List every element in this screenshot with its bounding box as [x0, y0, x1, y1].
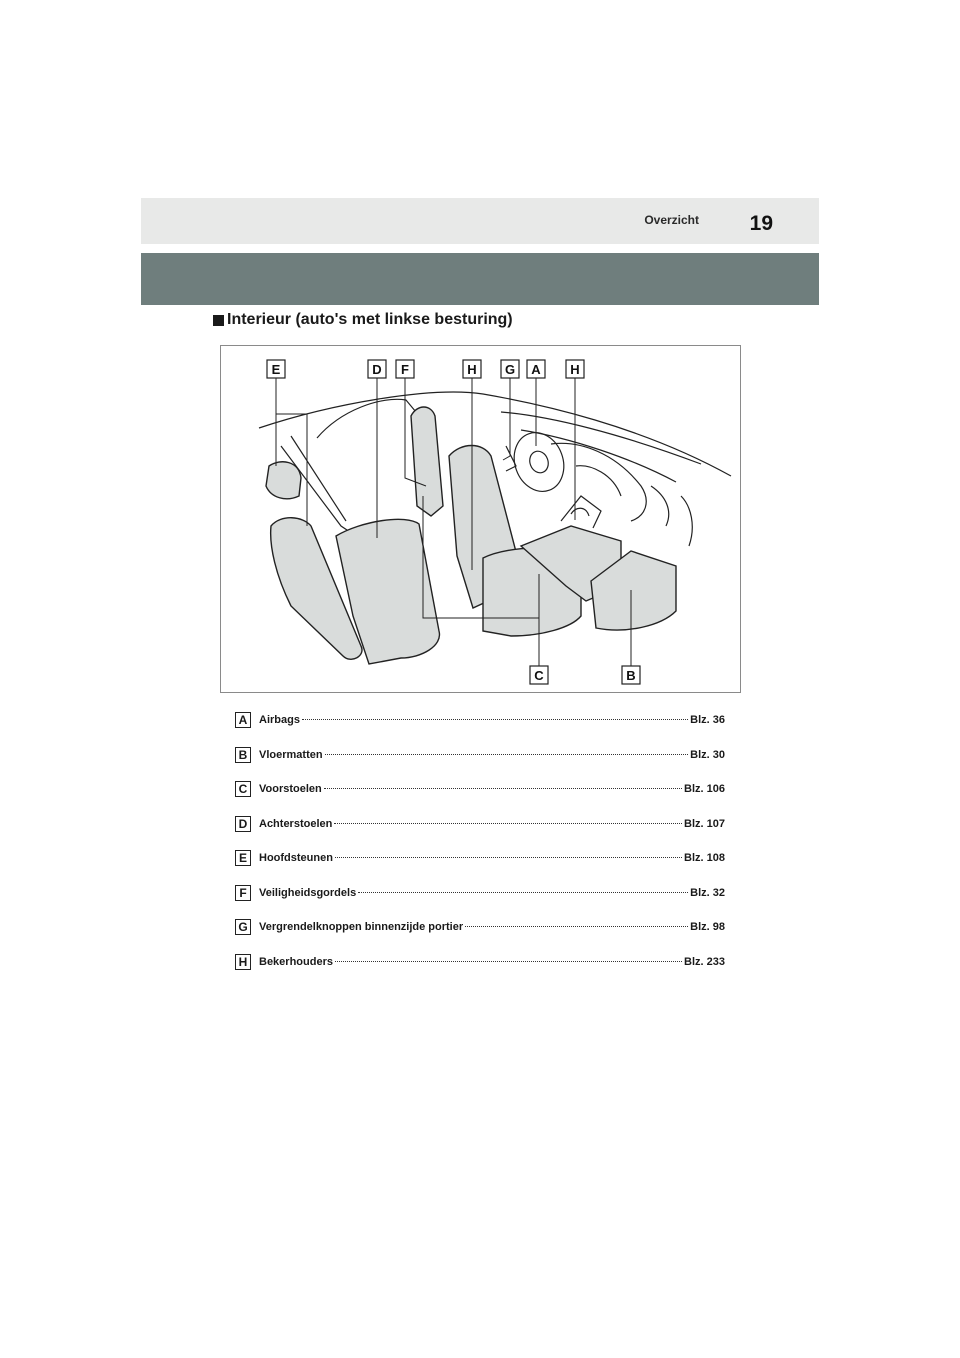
callout-label-F: F — [401, 362, 409, 377]
section-title-text: Interieur (auto's met linkse besturing) — [227, 311, 513, 329]
square-bullet-icon — [213, 315, 224, 326]
page-ref: Blz. 108 — [684, 852, 725, 864]
interior-drawing: E D F H G A H C B — [221, 346, 740, 692]
leader-dots — [302, 719, 688, 720]
leader-dots — [335, 961, 682, 962]
callout-label-C: C — [534, 668, 544, 683]
entry-label: Vergrendelknoppen binnenzijde portier — [259, 921, 463, 933]
index-row-F: F Veiligheidsgordels Blz. 32 — [235, 876, 725, 911]
letter-box: D — [235, 816, 251, 832]
index-row-H: H Bekerhouders Blz. 233 — [235, 945, 725, 980]
index-row-A: A Airbags Blz. 36 — [235, 703, 725, 738]
index-entry: Bekerhouders Blz. 233 — [259, 956, 725, 968]
section-label: Overzicht — [644, 213, 699, 227]
page-ref: Blz. 106 — [684, 783, 725, 795]
index-row-D: D Achterstoelen Blz. 107 — [235, 807, 725, 842]
leader-dots — [325, 754, 689, 755]
entry-label: Hoofdsteunen — [259, 852, 333, 864]
index-entry: Hoofdsteunen Blz. 108 — [259, 852, 725, 864]
letter-box: E — [235, 850, 251, 866]
letter-box: C — [235, 781, 251, 797]
callout-label-H2: H — [570, 362, 579, 377]
leader-dots — [334, 823, 682, 824]
letter-box: G — [235, 919, 251, 935]
index-entry: Voorstoelen Blz. 106 — [259, 783, 725, 795]
page-header: Overzicht 19 — [141, 198, 819, 244]
callout-label-E: E — [272, 362, 281, 377]
entry-label: Achterstoelen — [259, 818, 332, 830]
entry-label: Voorstoelen — [259, 783, 322, 795]
interior-illustration: E D F H G A H C B — [220, 345, 741, 693]
leader-dots — [324, 788, 682, 789]
letter-box: A — [235, 712, 251, 728]
callout-label-H1: H — [467, 362, 476, 377]
index-row-C: C Voorstoelen Blz. 106 — [235, 772, 725, 807]
index-row-G: G Vergrendelknoppen binnenzijde portier … — [235, 910, 725, 945]
leader-dots — [465, 926, 688, 927]
leader-dots — [358, 892, 688, 893]
letter-box: B — [235, 747, 251, 763]
page-ref: Blz. 233 — [684, 956, 725, 968]
page-ref: Blz. 107 — [684, 818, 725, 830]
entry-label: Vloermatten — [259, 749, 323, 761]
index-entry: Airbags Blz. 36 — [259, 714, 725, 726]
index-list: A Airbags Blz. 36 B Vloermatten Blz. 30 … — [235, 703, 725, 979]
header-band — [141, 253, 819, 305]
letter-box: H — [235, 954, 251, 970]
entry-label: Bekerhouders — [259, 956, 333, 968]
page-ref: Blz. 32 — [690, 887, 725, 899]
page-ref: Blz. 30 — [690, 749, 725, 761]
entry-label: Airbags — [259, 714, 300, 726]
index-entry: Vergrendelknoppen binnenzijde portier Bl… — [259, 921, 725, 933]
index-row-E: E Hoofdsteunen Blz. 108 — [235, 841, 725, 876]
index-entry: Veiligheidsgordels Blz. 32 — [259, 887, 725, 899]
callout-label-B: B — [626, 668, 635, 683]
letter-box: F — [235, 885, 251, 901]
callout-label-A: A — [531, 362, 541, 377]
index-entry: Vloermatten Blz. 30 — [259, 749, 725, 761]
leader-dots — [335, 857, 682, 858]
page-ref: Blz. 36 — [690, 714, 725, 726]
seats — [266, 407, 676, 664]
index-entry: Achterstoelen Blz. 107 — [259, 818, 725, 830]
entry-label: Veiligheidsgordels — [259, 887, 356, 899]
callout-label-D: D — [372, 362, 381, 377]
index-row-B: B Vloermatten Blz. 30 — [235, 738, 725, 773]
page-ref: Blz. 98 — [690, 921, 725, 933]
page-number: 19 — [750, 212, 773, 236]
callout-label-G: G — [505, 362, 515, 377]
section-title: Interieur (auto's met linkse besturing) — [213, 311, 513, 329]
